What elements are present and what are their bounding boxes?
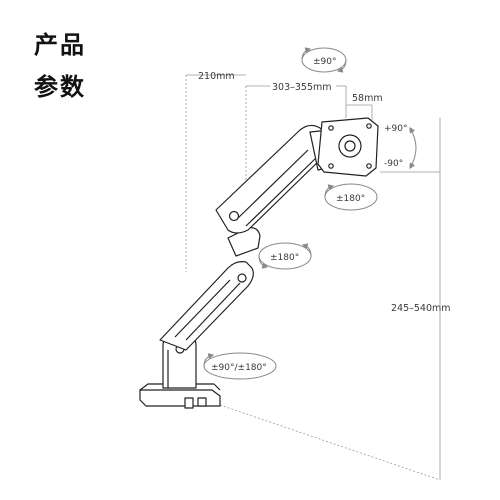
screen-rotation-indicator: ±180°	[324, 183, 378, 211]
tilt-up-label: +90°	[384, 124, 408, 134]
elbow-rotation-label: ±180°	[270, 253, 299, 263]
dim-depth-label: 210mm	[198, 71, 235, 82]
rotation-top-indicator: ±90°	[301, 47, 347, 73]
tilt-down-label: -90°	[384, 159, 403, 169]
elbow-rotation-indicator: ±180°	[258, 242, 312, 270]
screen-rotation-label: ±180°	[336, 194, 365, 204]
base-rotation-label: ±90°/±180°	[211, 363, 267, 373]
title-line-2: 参数	[34, 73, 86, 101]
monitor-arm	[139, 117, 379, 409]
rotation-top-label: ±90°	[313, 57, 337, 67]
dim-vesa-label: 58mm	[352, 93, 383, 104]
dim-height-label: 245–540mm	[391, 303, 451, 314]
dim-reach-label: 303–355mm	[272, 82, 332, 93]
base-rotation-indicator: ±90°/±180°	[203, 352, 277, 380]
title-line-1: 产品	[34, 31, 86, 59]
tilt-indicator: +90° -90°	[384, 124, 417, 170]
